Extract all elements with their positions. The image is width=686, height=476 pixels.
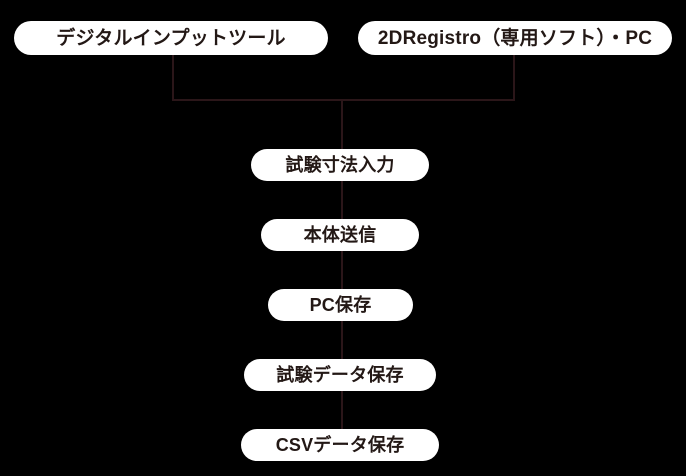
connector-software-drop (513, 54, 515, 100)
node-step-test-dimension-input[interactable]: 試験寸法入力 (251, 149, 429, 181)
node-step-main-unit-send[interactable]: 本体送信 (261, 219, 419, 251)
node-label: 本体送信 (303, 225, 377, 245)
node-label: CSVデータ保存 (275, 435, 405, 455)
node-label: デジタルインプットツール (56, 27, 286, 49)
node-2dregistro-software-pc[interactable]: 2DRegistro（専用ソフト）・PC (358, 21, 672, 55)
node-step-csv-data-save[interactable]: CSVデータ保存 (241, 429, 439, 461)
node-step-test-data-save[interactable]: 試験データ保存 (244, 359, 436, 391)
connector-tool-drop (172, 54, 174, 100)
connector-trunk (341, 99, 343, 444)
node-label: PC保存 (309, 295, 372, 315)
node-digital-input-tool[interactable]: デジタルインプットツール (14, 21, 328, 55)
connector-merge-bar (172, 99, 515, 101)
node-step-pc-save[interactable]: PC保存 (268, 289, 413, 321)
node-label: 2DRegistro（専用ソフト）・PC (377, 27, 653, 49)
node-label: 試験寸法入力 (285, 155, 395, 175)
node-label: 試験データ保存 (276, 365, 404, 385)
